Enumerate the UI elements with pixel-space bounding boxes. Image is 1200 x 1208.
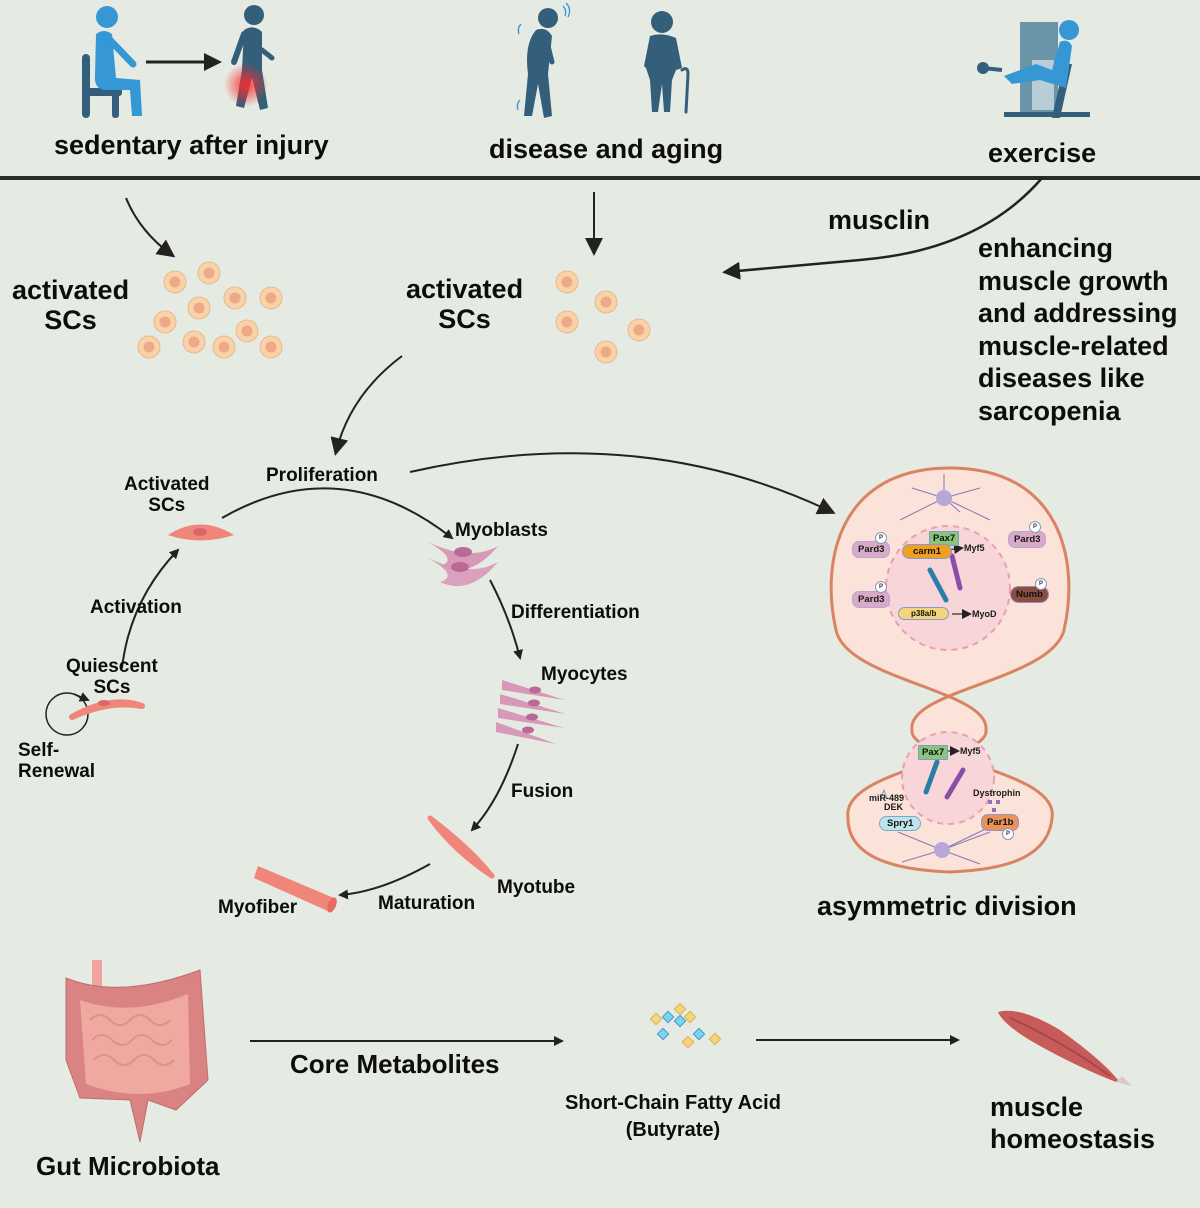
phospho-badge: P bbox=[1035, 578, 1047, 590]
top-divider bbox=[0, 176, 1200, 180]
activated-sc-cluster-left bbox=[137, 261, 283, 359]
proliferation-label: Proliferation bbox=[266, 465, 378, 486]
myf5-label: Myf5 bbox=[964, 543, 985, 553]
par1b-protein: Par1b bbox=[981, 814, 1020, 831]
scfa-label: Short-Chain Fatty Acid (Butyrate) bbox=[565, 1092, 781, 1141]
phospho-badge: P bbox=[1002, 828, 1014, 840]
activation-label: Activation bbox=[90, 597, 182, 618]
phospho-badge: P bbox=[875, 581, 887, 593]
pard3-left-2: Pard3 bbox=[852, 591, 891, 608]
myotube-cell bbox=[427, 815, 495, 879]
self-renewal-label: Self- Renewal bbox=[18, 740, 96, 783]
dek-label: DEK bbox=[884, 802, 904, 812]
quiescent-sc-cell bbox=[69, 699, 145, 720]
differentiation-arrow bbox=[489, 579, 523, 660]
activated-sc-cluster-center bbox=[555, 270, 651, 364]
musclin-label: musclin bbox=[828, 205, 931, 235]
myofiber-cell bbox=[254, 866, 337, 913]
injured-walking-person-icon bbox=[224, 5, 275, 110]
activation-arrow bbox=[121, 548, 180, 669]
myocytes-label: Myocytes bbox=[541, 664, 628, 685]
leg-press-machine-icon bbox=[977, 20, 1090, 118]
asymmetric-division-title: asymmetric division bbox=[817, 891, 1077, 921]
phospho-badge: P bbox=[875, 532, 887, 544]
pard3-left-1: Pard3 bbox=[852, 541, 891, 558]
myocytes-cells bbox=[496, 680, 566, 744]
sedentary-arrow bbox=[125, 197, 176, 258]
gut-microbiota-icon bbox=[65, 960, 209, 1143]
gut-microbiota-label: Gut Microbiota bbox=[36, 1151, 220, 1181]
activated-scs-cycle-label: Activated SCs bbox=[124, 474, 210, 517]
myf5-label-bottom: Myf5 bbox=[960, 746, 981, 756]
into-cycle-arrow bbox=[330, 355, 403, 456]
phospho-badge: P bbox=[1029, 521, 1041, 533]
activated-sc-cell bbox=[168, 524, 234, 541]
fusion-label: Fusion bbox=[511, 781, 574, 802]
p38-protein: p38a/b bbox=[898, 607, 950, 620]
myotube-label: Myotube bbox=[497, 877, 576, 898]
pard3-right: Pard3 bbox=[1008, 531, 1047, 548]
differentiation-label: Differentiation bbox=[511, 602, 640, 623]
fusion-arrow bbox=[470, 743, 519, 832]
activated-scs-label-center: activated SCs bbox=[406, 274, 524, 335]
unsteady-person-icon bbox=[516, 2, 571, 118]
to-asymmetric-arrow bbox=[409, 452, 836, 515]
numb-protein: Numb bbox=[1010, 586, 1049, 603]
activated-scs-label-left: activated SCs bbox=[12, 275, 130, 336]
maturation-label: Maturation bbox=[378, 893, 476, 914]
myofiber-label: Myofiber bbox=[218, 897, 298, 918]
core-metabolites-label: Core Metabolites bbox=[290, 1049, 500, 1079]
elderly-person-with-cane-icon bbox=[644, 11, 690, 114]
pax7-box-bottom: Pax7 bbox=[918, 745, 949, 760]
quiescent-scs-label: Quiescent SCs bbox=[66, 656, 158, 699]
mir489-label: miR-489 bbox=[869, 793, 905, 803]
sitting-person-icon bbox=[82, 6, 142, 118]
self-renewal-loop bbox=[45, 692, 89, 736]
disease-label: disease and aging bbox=[489, 134, 724, 164]
musclin-arrow bbox=[722, 177, 1043, 280]
myoblasts-label: Myoblasts bbox=[455, 520, 548, 541]
sedentary-label: sedentary after injury bbox=[54, 130, 329, 160]
muscle-icon bbox=[998, 1010, 1132, 1086]
benefit-text: enhancing muscle growth and addressing m… bbox=[978, 233, 1178, 426]
proliferation-arrow bbox=[221, 487, 454, 540]
carm1-protein: carm1 bbox=[902, 544, 952, 559]
spry1-protein: Spry1 bbox=[879, 816, 922, 831]
myoblasts-cells bbox=[428, 542, 498, 587]
myod-label: MyoD bbox=[972, 609, 997, 619]
scfa-molecules-icon bbox=[649, 1002, 722, 1049]
muscle-homeostasis-label: muscle homeostasis bbox=[990, 1092, 1156, 1154]
maturation-arrow bbox=[338, 863, 431, 900]
dystrophin-label: Dystrophin bbox=[973, 788, 1021, 798]
exercise-label: exercise bbox=[988, 138, 1097, 168]
